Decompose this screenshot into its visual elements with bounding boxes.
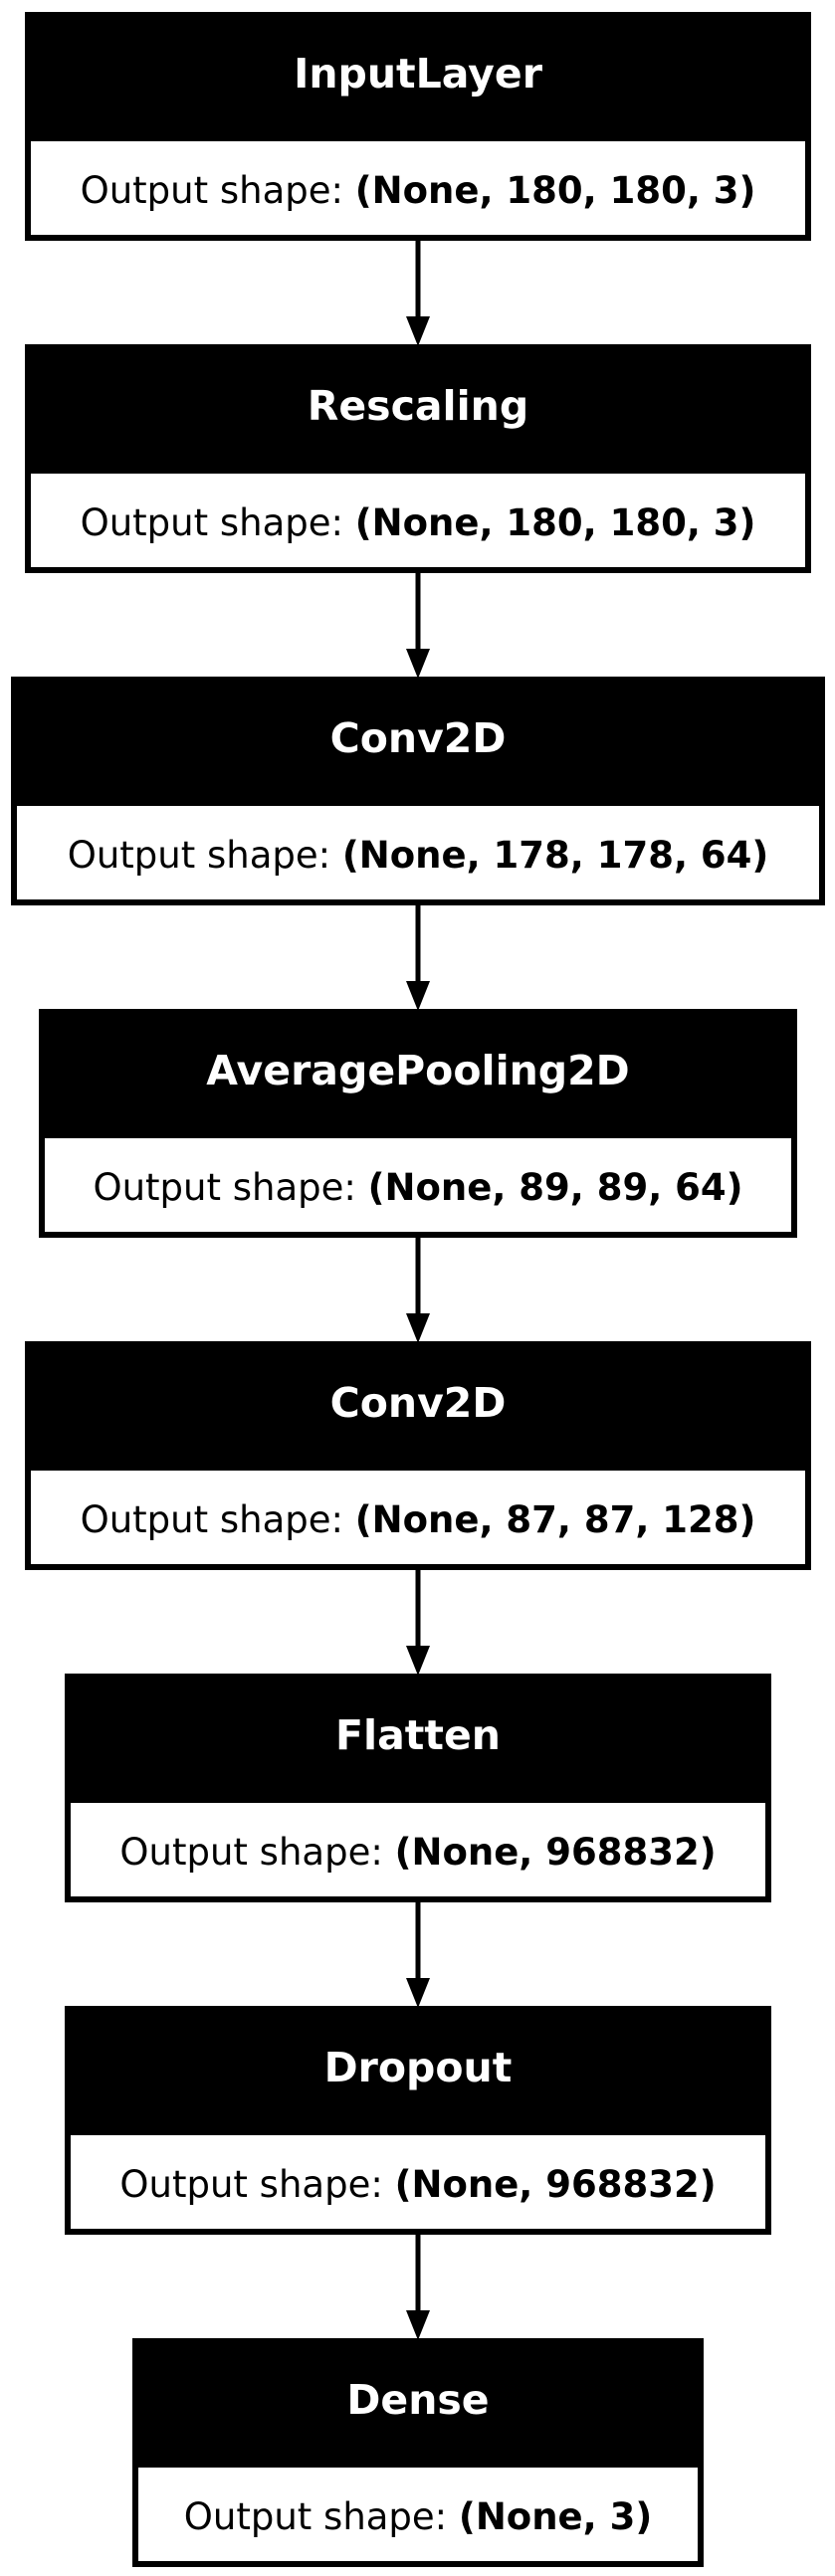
layer-node-conv2d-1: Conv2D Output shape: (None, 178, 178, 64…: [11, 677, 825, 905]
layer-node-conv2d-2: Conv2D Output shape: (None, 87, 87, 128): [25, 1341, 811, 1570]
arrowhead-icon: [406, 1978, 430, 2008]
output-shape-label: Output shape:: [80, 169, 343, 212]
output-shape-label: Output shape:: [80, 501, 343, 544]
layer-output-shape: Output shape: (None, 87, 87, 128): [31, 1465, 805, 1569]
output-shape-value: (None, 968832): [394, 2163, 717, 2206]
arrowhead-icon: [406, 2310, 430, 2340]
layer-output-shape: Output shape: (None, 968832): [71, 2129, 765, 2234]
arrowhead-icon: [406, 981, 430, 1011]
output-shape-label: Output shape:: [119, 1831, 383, 1874]
layer-name: Conv2D: [17, 683, 819, 800]
output-shape-value: (None, 180, 180, 3): [354, 501, 756, 544]
output-shape-label: Output shape:: [80, 1498, 343, 1541]
layer-name: Dense: [138, 2344, 698, 2462]
output-shape-value: (None, 178, 178, 64): [341, 834, 769, 877]
layer-name: Rescaling: [31, 350, 805, 468]
layer-node-input: InputLayer Output shape: (None, 180, 180…: [25, 12, 811, 241]
output-shape-label: Output shape:: [119, 2163, 383, 2206]
output-shape-value: (None, 87, 87, 128): [354, 1498, 756, 1541]
layer-output-shape: Output shape: (None, 968832): [71, 1797, 765, 1901]
layer-output-shape: Output shape: (None, 3): [138, 2462, 698, 2566]
connector-3: [406, 905, 430, 1011]
layer-node-flatten: Flatten Output shape: (None, 968832): [65, 1674, 771, 1902]
output-shape-value: (None, 3): [458, 2495, 653, 2538]
connector-4: [406, 1238, 430, 1343]
output-shape-value: (None, 180, 180, 3): [354, 169, 756, 212]
output-shape-value: (None, 89, 89, 64): [367, 1166, 743, 1209]
connector-6: [406, 1902, 430, 2008]
output-shape-label: Output shape:: [183, 2495, 448, 2538]
layer-output-shape: Output shape: (None, 180, 180, 3): [31, 468, 805, 572]
output-shape-label: Output shape:: [67, 834, 331, 877]
connector-7: [406, 2235, 430, 2340]
layer-output-shape: Output shape: (None, 180, 180, 3): [31, 135, 805, 240]
layer-node-average-pooling2d: AveragePooling2D Output shape: (None, 89…: [39, 1009, 797, 1238]
arrowhead-icon: [406, 649, 430, 679]
connector-5: [406, 1570, 430, 1676]
layer-name: Conv2D: [31, 1347, 805, 1465]
arrowhead-icon: [406, 316, 430, 346]
layer-name: Dropout: [71, 2012, 765, 2129]
output-shape-value: (None, 968832): [394, 1831, 717, 1874]
layer-node-dense: Dense Output shape: (None, 3): [132, 2338, 704, 2567]
output-shape-label: Output shape:: [93, 1166, 356, 1209]
connector-2: [406, 573, 430, 679]
layer-name: Flatten: [71, 1680, 765, 1797]
layer-name: InputLayer: [31, 18, 805, 135]
connector-1: [406, 241, 430, 346]
arrowhead-icon: [406, 1313, 430, 1343]
layer-node-dropout: Dropout Output shape: (None, 968832): [65, 2006, 771, 2235]
layer-name: AveragePooling2D: [45, 1015, 791, 1132]
layer-output-shape: Output shape: (None, 178, 178, 64): [17, 800, 819, 904]
layer-output-shape: Output shape: (None, 89, 89, 64): [45, 1132, 791, 1237]
arrowhead-icon: [406, 1646, 430, 1676]
layer-node-rescaling: Rescaling Output shape: (None, 180, 180,…: [25, 344, 811, 573]
